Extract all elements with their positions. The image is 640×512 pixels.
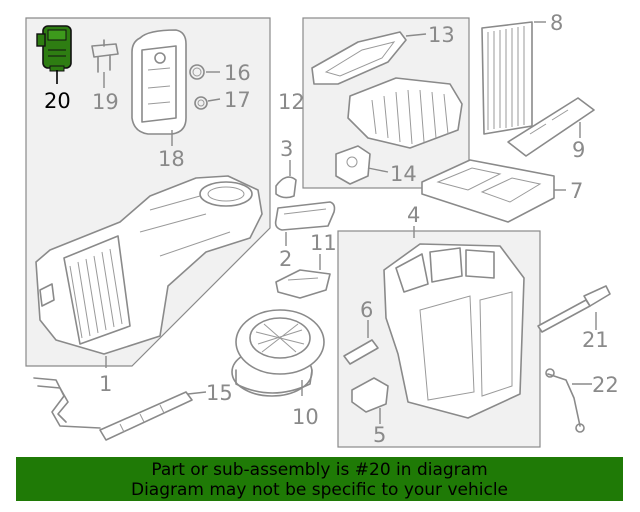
part-11-module[interactable] [275,269,331,299]
part-12-evaporator-case[interactable] [347,77,463,149]
part-2-door[interactable] [274,201,336,231]
part-9-bracket[interactable] [507,97,595,157]
part-20-actuator[interactable] [36,25,72,72]
part-15-lines[interactable] [33,377,193,441]
part-13-gasket[interactable] [311,31,407,85]
callout-21: 21 [582,328,609,352]
callout-13: 13 [428,23,455,47]
callout-19: 19 [92,90,119,114]
part-3-seal[interactable] [275,176,297,199]
callout-16: 16 [224,61,251,85]
part-6-sensor[interactable] [343,339,379,365]
callout-8: 8 [550,11,563,35]
callout-5: 5 [373,423,386,447]
callout-22: 22 [592,373,619,397]
callout-17: 17 [224,88,251,112]
callout-2: 2 [279,247,292,271]
banner-line-1: Part or sub-assembly is #20 in diagram [151,460,488,480]
part-22-drain-hose[interactable] [545,368,585,433]
callout-7: 7 [570,179,583,203]
banner-line-2: Diagram may not be specific to your vehi… [130,480,508,500]
part-10-blower[interactable] [231,309,325,397]
part-7-seal-frame[interactable] [421,159,555,223]
callout-9: 9 [572,138,585,162]
part-14-actuator[interactable] [335,145,371,185]
callout-20: 20 [44,89,71,113]
part-18-plate[interactable] [131,29,187,135]
callout-15: 15 [206,381,233,405]
callout-3: 3 [280,137,293,161]
part-16-ring[interactable] [189,64,205,80]
part-1-hvac-housing[interactable] [35,175,263,355]
callout-4: 4 [407,203,420,227]
callout-11: 11 [310,231,337,255]
callout-6: 6 [360,298,373,322]
callout-18: 18 [158,147,185,171]
parts-diagram: 20 19 18 16 17 1 15 3 2 11 10 12 13 14 8… [25,11,619,448]
callout-12: 12 [278,90,305,114]
part-8-cabin-filter[interactable] [481,21,533,135]
part-19-bracket[interactable] [91,39,119,73]
callout-1: 1 [99,372,112,396]
part-17-ring[interactable] [194,96,208,110]
part-4-distribution-housing[interactable] [383,243,525,419]
part-5-actuator[interactable] [351,377,389,413]
callout-14: 14 [390,162,417,186]
info-banner: Part or sub-assembly is #20 in diagram D… [16,457,623,501]
callout-10: 10 [292,405,319,429]
part-21-probe[interactable] [537,285,611,333]
leader-lines [56,21,597,424]
